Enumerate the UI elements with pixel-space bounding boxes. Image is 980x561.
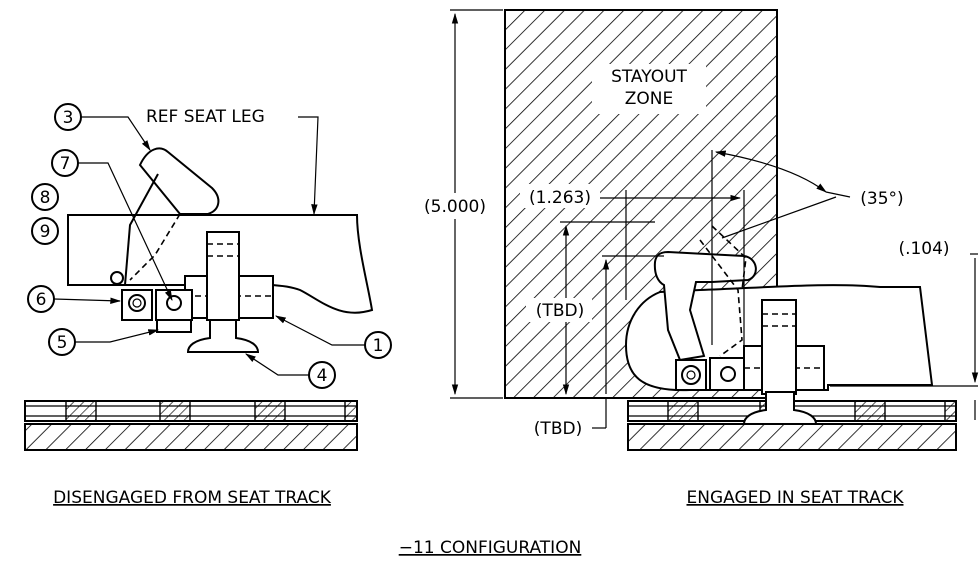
track-stud-right	[742, 391, 818, 425]
lever-handle-left	[124, 147, 220, 286]
caption-disengaged: DISENGAGED FROM SEAT TRACK	[53, 488, 332, 508]
callout-6: 6	[36, 290, 47, 310]
stayout-label-line1: STAYOUT	[611, 67, 687, 87]
caption-engaged: ENGAGED IN SEAT TRACK	[687, 488, 905, 508]
left-view-disengaged	[24, 147, 374, 451]
configuration-title: −11 CONFIGURATION	[399, 538, 582, 558]
bushing-assembly-left	[110, 271, 193, 333]
callout-5: 5	[57, 333, 68, 353]
dimension-104: (.104)	[898, 239, 949, 259]
plunger-housing-right	[743, 299, 825, 395]
stayout-label-line2: ZONE	[625, 89, 674, 109]
callout-3: 3	[63, 108, 74, 128]
dimension-tbd-upper: (TBD)	[536, 301, 584, 321]
dimension-5000: (5.000)	[424, 197, 486, 217]
seat-track-left	[24, 400, 358, 451]
bushing-assembly-right	[675, 357, 745, 391]
lever-handle-right	[653, 225, 757, 362]
callouts-left: 3 7 8 9 6 5 1 4 REF SEAT LEG	[27, 103, 392, 389]
ref-seat-leg-label: REF SEAT LEG	[146, 107, 265, 127]
plunger-housing-left	[184, 231, 274, 321]
callout-7: 7	[60, 154, 71, 174]
dimension-1263: (1.263)	[529, 188, 591, 208]
callout-1: 1	[373, 336, 384, 356]
right-view-engaged: STAYOUT ZONE	[504, 9, 957, 451]
dimension-tbd-lower: (TBD)	[534, 419, 582, 439]
callout-4: 4	[317, 366, 328, 386]
callout-8: 8	[40, 188, 51, 208]
dimension-35deg: (35°)	[860, 189, 903, 209]
callout-8-bubble	[31, 183, 59, 211]
callout-9: 9	[40, 222, 51, 242]
callout-9-bubble	[31, 217, 59, 245]
track-stud-left	[186, 319, 260, 353]
dimensions-right: (5.000) (1.263) (35°) (TBD) (TBD) (.104)	[408, 9, 979, 439]
